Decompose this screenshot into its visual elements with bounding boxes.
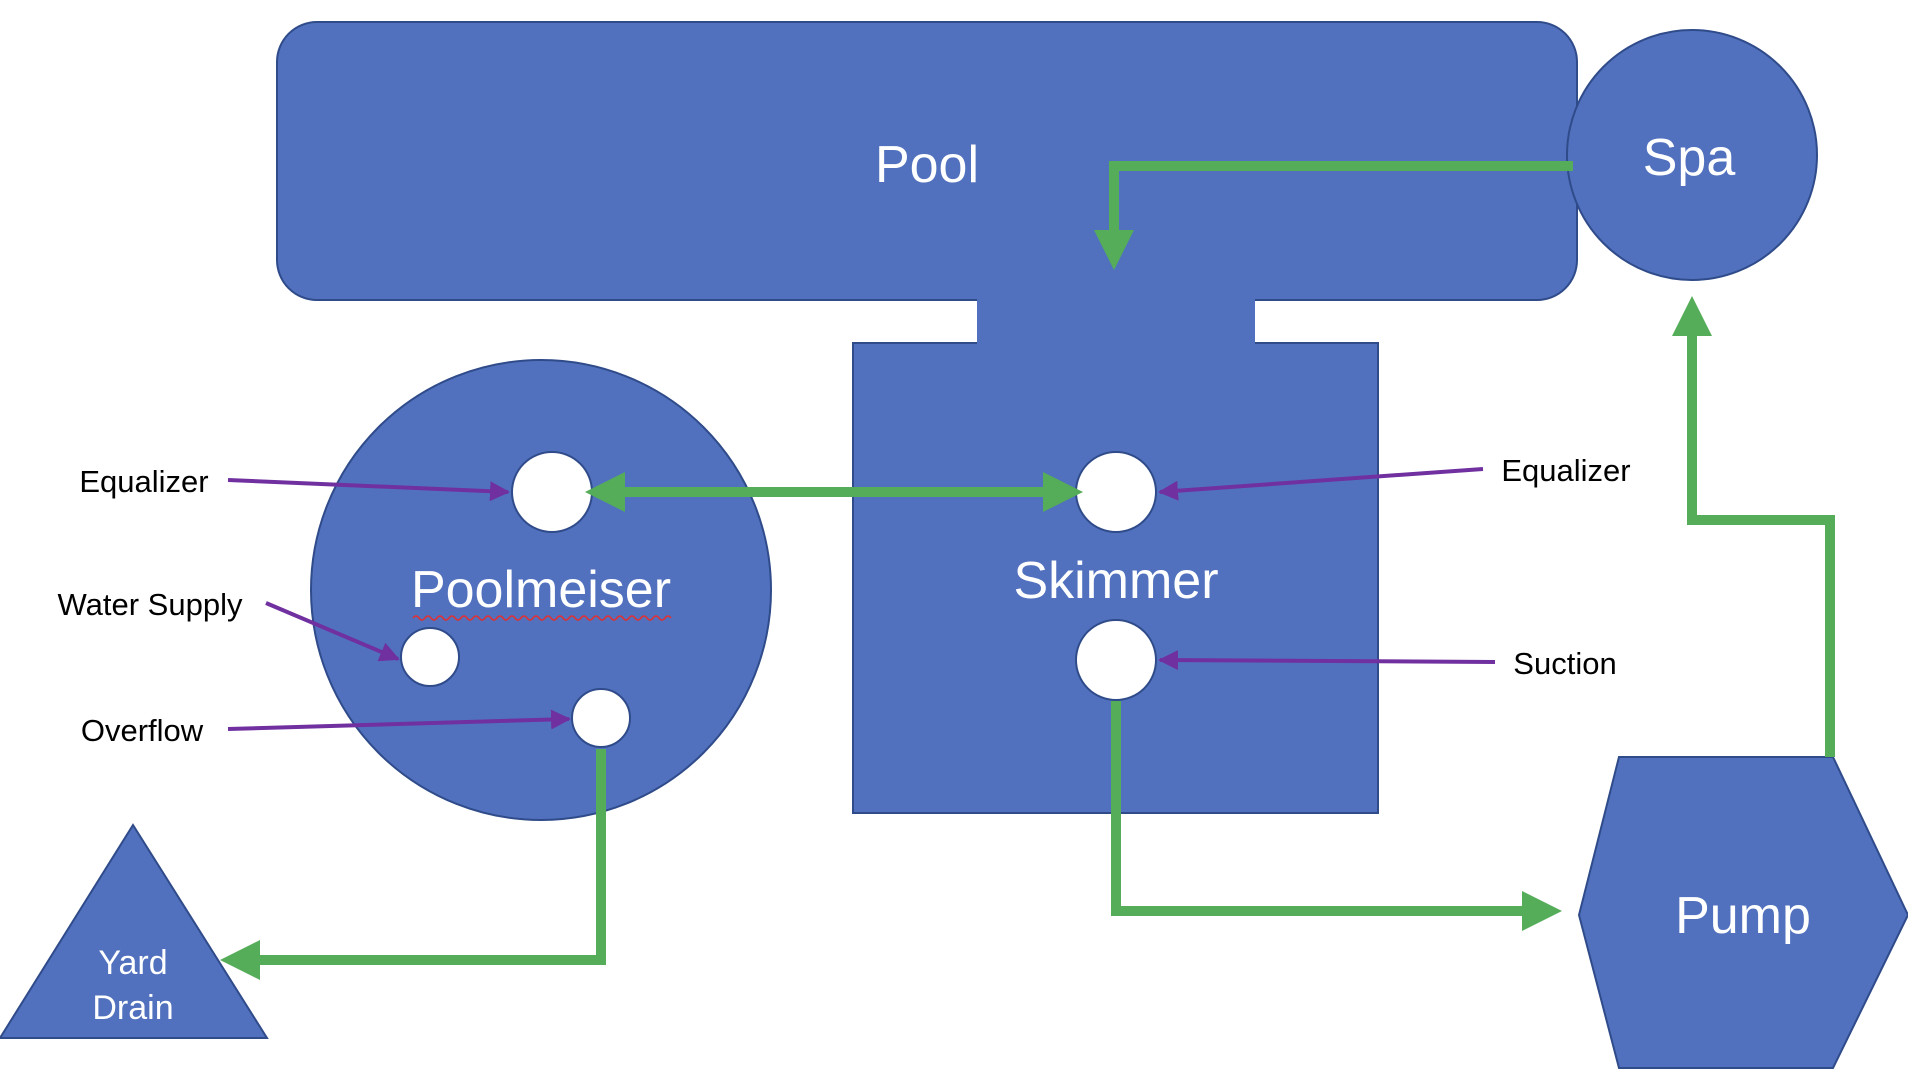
yard-drain-label-line1: Yard bbox=[98, 944, 167, 982]
pointer-water-supply bbox=[265, 601, 400, 662]
poolmeiser-equalizer-port bbox=[511, 451, 593, 533]
pointer-overflow bbox=[227, 709, 571, 731]
callout-suction: Suction bbox=[1513, 646, 1616, 681]
pool-label: Pool bbox=[875, 136, 979, 194]
yard-drain-triangle bbox=[0, 823, 269, 1039]
pump-label: Pump bbox=[1675, 887, 1811, 945]
poolmeiser-label: Poolmeiser bbox=[411, 561, 671, 619]
callout-poolmeiser-equalizer: Equalizer bbox=[79, 464, 208, 499]
yard-drain-label-line2: Drain bbox=[92, 989, 173, 1027]
suction-port bbox=[1075, 619, 1157, 701]
flow-spa-to-pool bbox=[1094, 161, 1573, 270]
overflow-port bbox=[571, 688, 631, 748]
pointer-suction bbox=[1158, 650, 1496, 671]
skimmer-label: Skimmer bbox=[1013, 552, 1218, 610]
flow-pump-to-spa bbox=[1672, 296, 1835, 757]
callout-skimmer-equalizer: Equalizer bbox=[1501, 453, 1630, 488]
spa-circle bbox=[1566, 29, 1818, 281]
pointer-skimmer-equalizer bbox=[1158, 467, 1484, 501]
spa-label: Spa bbox=[1643, 129, 1736, 187]
flow-suction-to-pump bbox=[1111, 701, 1562, 931]
spellcheck-squiggle bbox=[412, 615, 672, 621]
callout-water-supply: Water Supply bbox=[58, 587, 243, 622]
water-supply-port bbox=[400, 627, 460, 687]
skimmer-equalizer-port bbox=[1075, 451, 1157, 533]
pointer-poolmeiser-equalizer bbox=[227, 478, 510, 502]
callout-overflow: Overflow bbox=[81, 713, 204, 748]
flow-overflow-to-drain bbox=[220, 749, 606, 980]
